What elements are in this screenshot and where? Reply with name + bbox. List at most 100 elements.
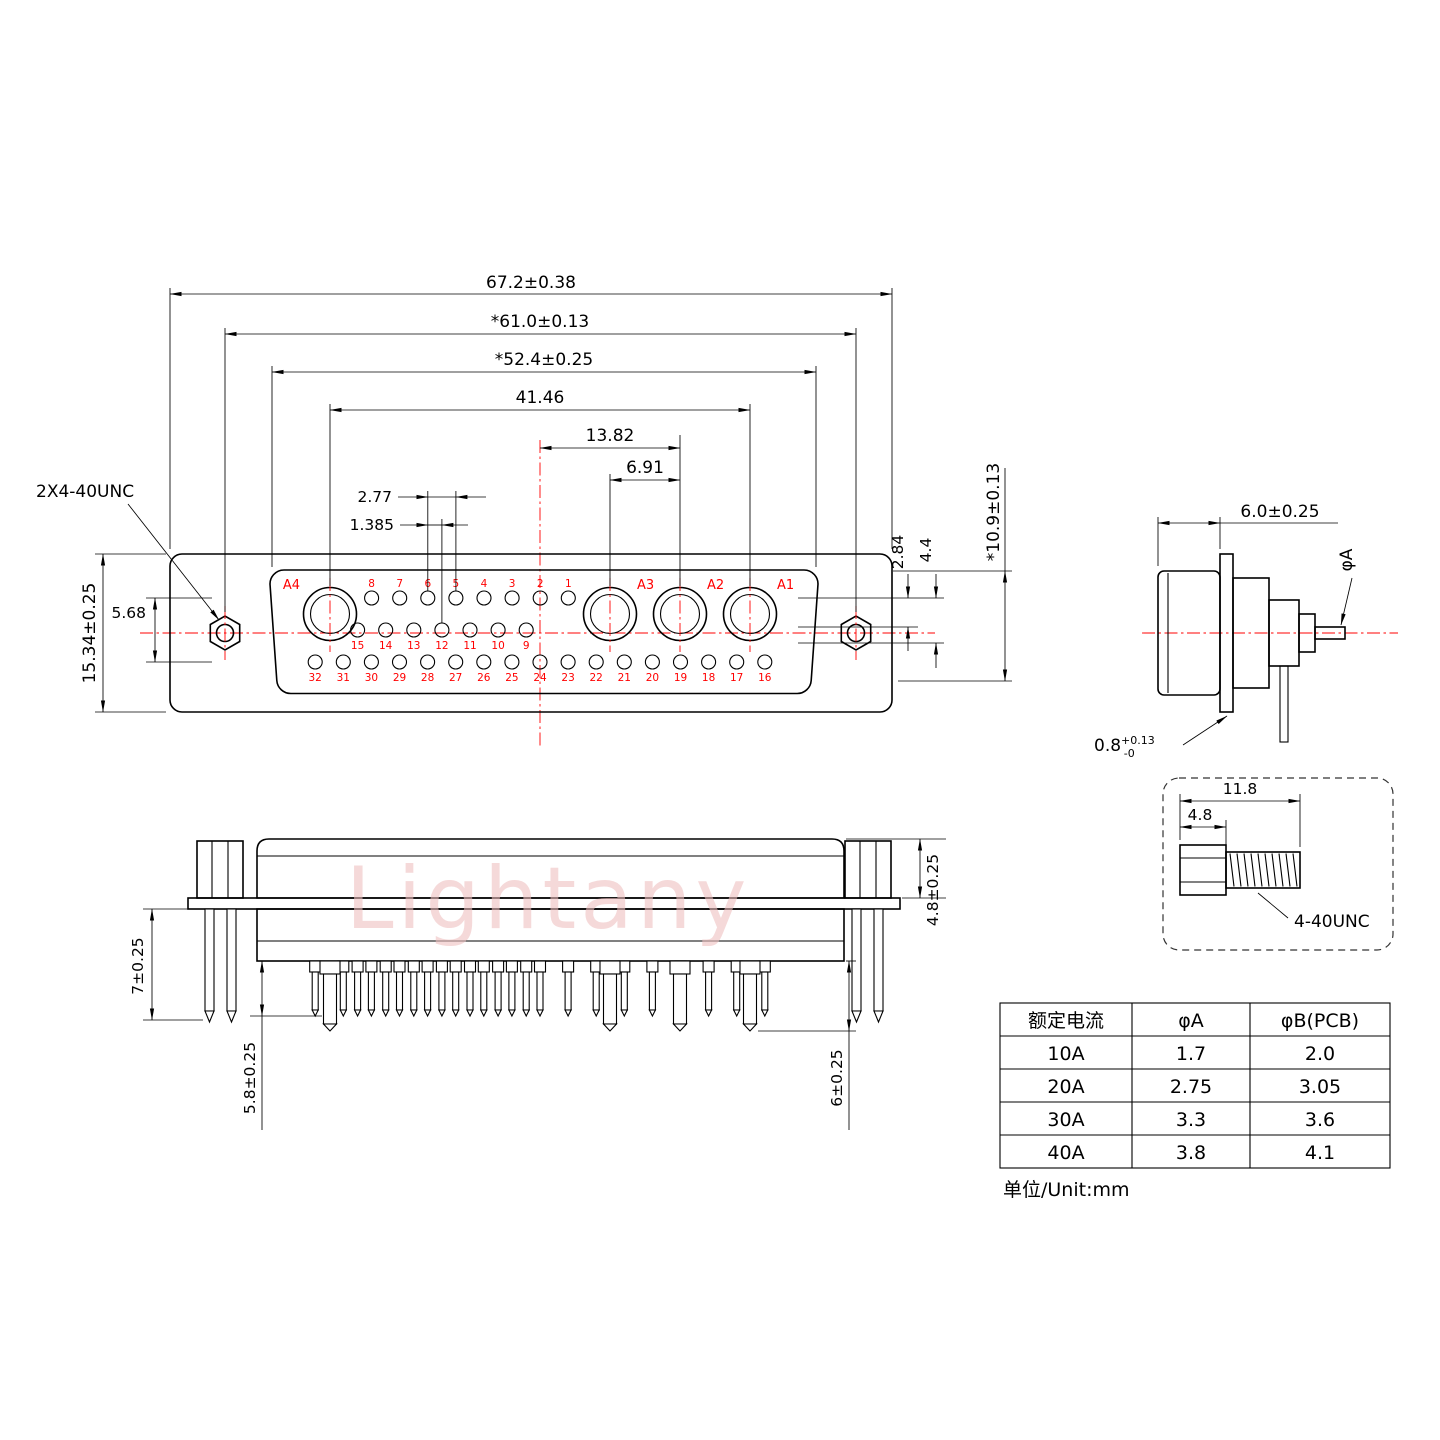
- signal-pin-shoulder: [435, 960, 448, 973]
- pin-hole: [307, 654, 323, 670]
- signal-pin-tail: [452, 971, 460, 1011]
- dim-flange-height: 15.34±0.25: [80, 553, 166, 713]
- thread-line: [1285, 853, 1291, 887]
- dim-label: 15.34±0.25: [80, 583, 100, 684]
- table-header: φB(PCB): [1281, 1010, 1359, 1032]
- pin-number: 26: [477, 672, 491, 684]
- pin-hole: [532, 590, 548, 606]
- dim-label: φA: [1337, 548, 1357, 571]
- dim-label: *61.0±0.13: [491, 312, 589, 332]
- signal-pin-tail: [648, 971, 656, 1011]
- table-cell: 3.8: [1176, 1142, 1206, 1164]
- coax-label: A3: [637, 578, 654, 593]
- signal-pin-tail: [564, 971, 572, 1011]
- signal-pin-tip: [367, 1009, 376, 1018]
- thread-line: [1250, 853, 1256, 887]
- table-cell: 30A: [1047, 1109, 1084, 1131]
- pin-number: 28: [421, 672, 434, 684]
- power-pin-tip: [322, 1023, 338, 1032]
- pin-number: 16: [758, 672, 772, 684]
- table-header: φA: [1178, 1010, 1204, 1032]
- table-cell: 4.1: [1305, 1142, 1335, 1164]
- table-cell: 3.05: [1299, 1076, 1341, 1098]
- pin-number: 7: [396, 578, 403, 590]
- pin-hole: [335, 654, 351, 670]
- power-pin-tip: [672, 1023, 688, 1032]
- hex-nut: [209, 615, 241, 651]
- board-lock-left: [204, 908, 237, 1024]
- signal-pin-shoulder: [309, 960, 322, 973]
- dim-label: 11.8: [1223, 780, 1258, 798]
- screw-thread-body: [1225, 851, 1301, 889]
- detail-border: [1162, 777, 1394, 951]
- signal-pin-tail: [522, 971, 530, 1011]
- dim-screw-head: 4.8: [1179, 806, 1227, 846]
- table-cell: 2.0: [1305, 1043, 1335, 1065]
- signal-pin-tail: [367, 971, 375, 1011]
- thread-line: [1229, 853, 1235, 887]
- pin-hole: [701, 654, 717, 670]
- signal-pin-shoulder: [407, 960, 420, 973]
- signal-pin-shoulder: [562, 960, 575, 973]
- signal-pin-tip: [466, 1009, 474, 1018]
- signal-pin-tail: [410, 971, 418, 1011]
- pin-number: 15: [351, 640, 364, 652]
- dim-pin-pitch: 2.77: [357, 488, 486, 591]
- pin-hole: [729, 654, 745, 670]
- signal-pin-tip: [592, 1009, 601, 1018]
- signal-pin-tip: [479, 1009, 488, 1018]
- pin-number: 8: [368, 578, 375, 590]
- dim-tol-plus: +0.13: [1121, 734, 1155, 747]
- signal-pin-tip: [536, 1009, 544, 1018]
- pin-number: 2: [537, 578, 544, 590]
- leader-line: [1340, 577, 1353, 626]
- dim-label: 7±0.25: [129, 937, 147, 994]
- pin-hole: [672, 654, 689, 670]
- signal-pin-shoulder: [702, 960, 715, 973]
- table-cell: 3.6: [1305, 1109, 1335, 1131]
- signal-pin-tip: [311, 1009, 320, 1018]
- pin-hole: [757, 654, 773, 670]
- pin-hole: [420, 654, 436, 670]
- signal-pin-tip: [409, 1009, 418, 1018]
- signal-pin-tail: [311, 971, 319, 1011]
- dim-row-span: 4.4: [798, 538, 944, 668]
- pin-hole: [560, 590, 576, 606]
- pin-number: 1: [565, 578, 572, 590]
- signal-pin-shoulder: [758, 960, 771, 973]
- thread-callout: 2X4-40UNC: [36, 482, 220, 621]
- signal-pin-tip: [508, 1009, 516, 1018]
- signal-pin-tail: [354, 971, 362, 1011]
- side-view: 6.0±0.25 φA 0.8+0.13-0: [1094, 502, 1398, 760]
- leader-line: [1257, 892, 1289, 919]
- pin-number: 31: [337, 672, 350, 684]
- signal-pin-tail: [424, 971, 432, 1011]
- pin-hole: [490, 622, 506, 638]
- screw-detail: 11.8 4.8 4-40UNC: [1162, 777, 1394, 951]
- power-pin-shoulder: [669, 960, 691, 975]
- pin-number: 30: [365, 672, 378, 684]
- pin-hole: [644, 654, 660, 670]
- pin-number: 13: [407, 640, 420, 652]
- pin-hole: [364, 590, 380, 606]
- dim-screw-length: 11.8: [1179, 780, 1301, 847]
- signal-pin-tip: [438, 1009, 446, 1018]
- signal-pin-shoulder: [646, 960, 659, 973]
- pin-hole: [560, 654, 576, 670]
- watermark: Lightany: [346, 849, 751, 949]
- signal-pin-tail: [733, 971, 741, 1011]
- pin-hole: [532, 654, 548, 670]
- pin-number: 20: [646, 672, 659, 684]
- thread-line: [1271, 853, 1277, 887]
- dim-signal-pin: 5.8±0.25: [241, 960, 322, 1130]
- power-pin-shoulder: [739, 960, 761, 975]
- pcb-tail: [1279, 665, 1289, 743]
- signal-pin-shoulder: [351, 960, 364, 973]
- leader-line: [1182, 715, 1228, 746]
- dim-label: 1.385: [350, 516, 394, 534]
- pin-number: 22: [590, 672, 603, 684]
- signal-pin-tail: [536, 971, 544, 1011]
